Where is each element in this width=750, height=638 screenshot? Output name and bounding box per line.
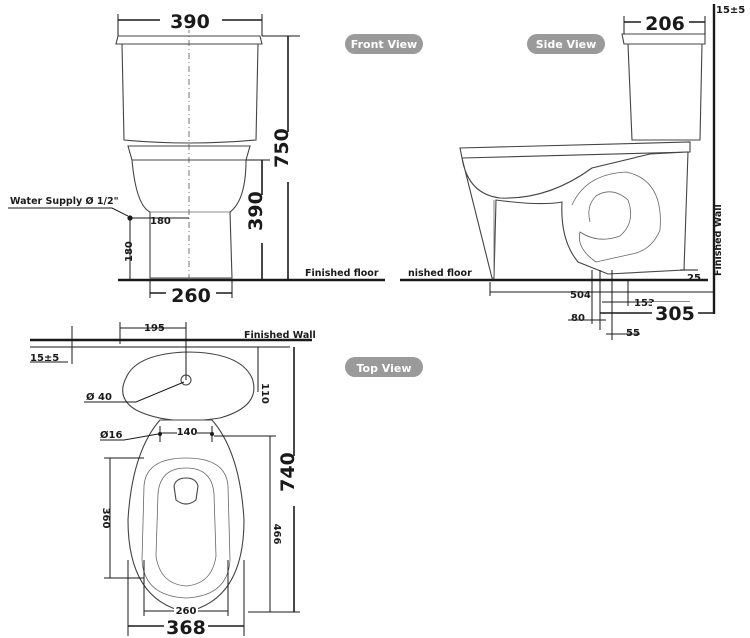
front-total-height-dim: 750 <box>271 128 293 168</box>
top-seat <box>141 457 231 599</box>
top-length-dim: 740 <box>277 452 299 492</box>
side-outlet-b-dim: 80 <box>571 313 585 324</box>
side-wall-gap-dim: 15±5 <box>716 5 745 16</box>
front-tank-width-dim: 390 <box>170 11 210 33</box>
side-view-label: Side View <box>536 38 597 51</box>
side-wall-label: Finished Wall <box>713 204 724 276</box>
side-seat <box>459 141 691 159</box>
top-view-badge: Top View <box>345 357 423 377</box>
top-view-label: Top View <box>356 362 411 375</box>
top-wall-gap-dim: 15±5 <box>30 353 59 364</box>
top-view: Finished Wall 15±5 195 110 Ø 40 Ø16 <box>30 322 316 638</box>
supply-offset-dim: 180 <box>150 216 171 227</box>
water-supply-label: Water Supply Ø 1/2" <box>10 196 119 207</box>
front-view-label: Front View <box>351 38 417 51</box>
top-wall-label: Finished Wall <box>244 330 316 341</box>
top-seat-width-dim: 260 <box>176 606 197 617</box>
top-width-dim: 368 <box>166 617 206 638</box>
side-outlet-a-dim: 153 <box>634 298 655 309</box>
top-hole-spacing-dim: 140 <box>177 427 198 438</box>
front-seat-height-dim: 390 <box>245 191 267 231</box>
supply-height-dim: 180 <box>124 241 135 262</box>
side-length-dim: 504 <box>570 290 591 301</box>
top-outlet <box>173 477 199 505</box>
front-floor-label: Finished floor <box>305 268 379 279</box>
side-tank-depth-dim: 206 <box>645 13 685 35</box>
top-hole-small-dim: Ø16 <box>100 429 122 441</box>
top-tank <box>122 351 255 422</box>
top-hole-large-dim: Ø 40 <box>86 391 112 403</box>
top-seat-length-dim: 360 <box>100 508 111 529</box>
front-base-width-dim: 260 <box>171 285 211 307</box>
top-tank-depth-dim: 110 <box>259 383 270 404</box>
top-tank-center-dim: 195 <box>144 323 165 334</box>
side-outlet-center-dim: 305 <box>655 303 695 325</box>
side-tank <box>627 43 703 141</box>
top-bowl <box>127 419 245 613</box>
side-floor-thk-dim: 25 <box>687 273 701 284</box>
front-view: Finished floor 390 750 390 260 <box>8 10 385 307</box>
side-view: nished floor Finished Wall 206 15±5 25 5… <box>400 4 745 340</box>
top-bowl-length-dim: 466 <box>271 524 282 545</box>
side-view-badge: Side View <box>527 34 605 54</box>
side-outlet-c-dim: 55 <box>626 328 640 339</box>
front-tank <box>121 43 259 144</box>
side-bowl <box>461 151 689 279</box>
side-floor-label: nished floor <box>408 268 472 279</box>
front-view-badge: Front View <box>345 34 423 54</box>
